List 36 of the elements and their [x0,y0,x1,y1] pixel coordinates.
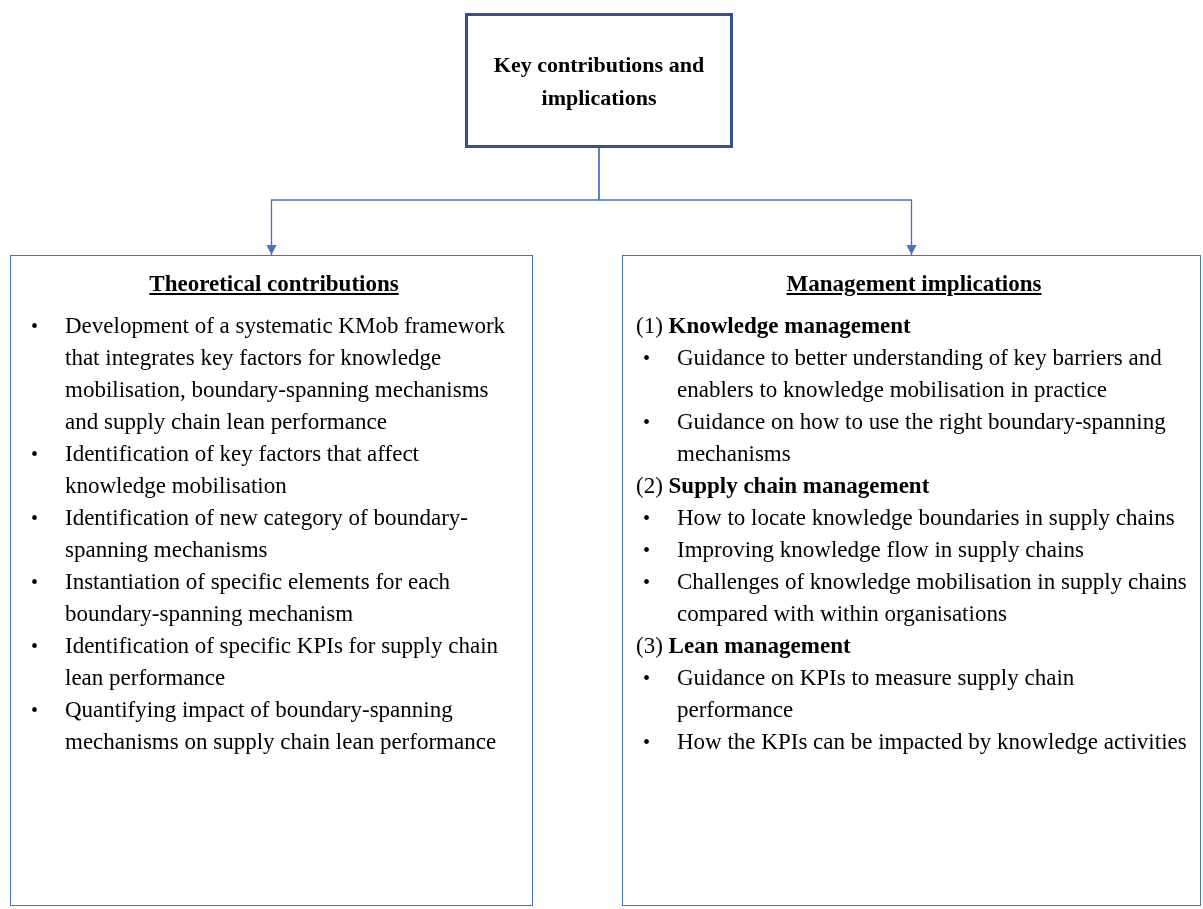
content-box [10,255,533,906]
bullet-text: Guidance on how to use the right boundary-spanning mechanisms [677,408,1167,468]
bullet-mark: • [643,539,650,561]
bullet-mark: • [643,411,650,433]
bullet-mark: • [31,699,38,721]
bullet-text: Guidance to better understanding of key barriers and enablers to knowledge mobilisation in practice [677,344,1163,404]
section-heading: Theoretical contributions [149,270,399,298]
bullet-text: Development of a systematic KMob framework that integrates key factors for knowledge mobilisation, boundary-spanning mechanisms and supply chain lean performance [65,312,507,436]
bullet-mark: • [643,507,650,529]
bullet-mark: • [31,443,38,465]
content-box [622,255,1201,906]
bullet-mark: • [31,571,38,593]
bullet-text: How to locate knowledge boundaries in supply chains [677,504,1175,532]
section-heading: Management implications [786,270,1042,298]
bullet-text: Guidance on KPIs to measure supply chain performance [677,664,1076,724]
bullet-mark: • [643,731,650,753]
bullet-mark: • [643,571,650,593]
bullet-text: Identification of specific KPIs for supply chain lean performance [65,632,500,692]
subheading-text: (1) Knowledge management [636,312,912,340]
bullet-text: Identification of key factors that affect knowledge mobilisation [65,440,420,500]
bullet-text: Improving knowledge flow in supply chains [677,536,1084,564]
bullet-mark: • [643,347,650,369]
bullet-mark: • [31,315,38,337]
connector-arrow [598,147,917,256]
bullet-text: Challenges of knowledge mobilisation in supply chains compared with within organisations [677,568,1188,628]
bullet-text: How the KPIs can be impacted by knowledge activities [677,728,1187,756]
bullet-text: Quantifying impact of boundary-spanning mechanisms on supply chain lean performance [65,696,498,756]
bullet-mark: • [31,635,38,657]
subheading-text: (3) Lean management [636,632,852,660]
bullet-mark: • [643,667,650,689]
bullet-mark: • [31,507,38,529]
title-box [465,13,733,148]
bullet-text: Identification of new category of boundary-spanning mechanisms [65,504,469,564]
bullet-text: Instantiation of specific elements for each boundary-spanning mechanism [65,568,452,628]
subheading-text: (2) Supply chain management [636,472,931,500]
title-text: Key contributions and implications [492,50,706,112]
